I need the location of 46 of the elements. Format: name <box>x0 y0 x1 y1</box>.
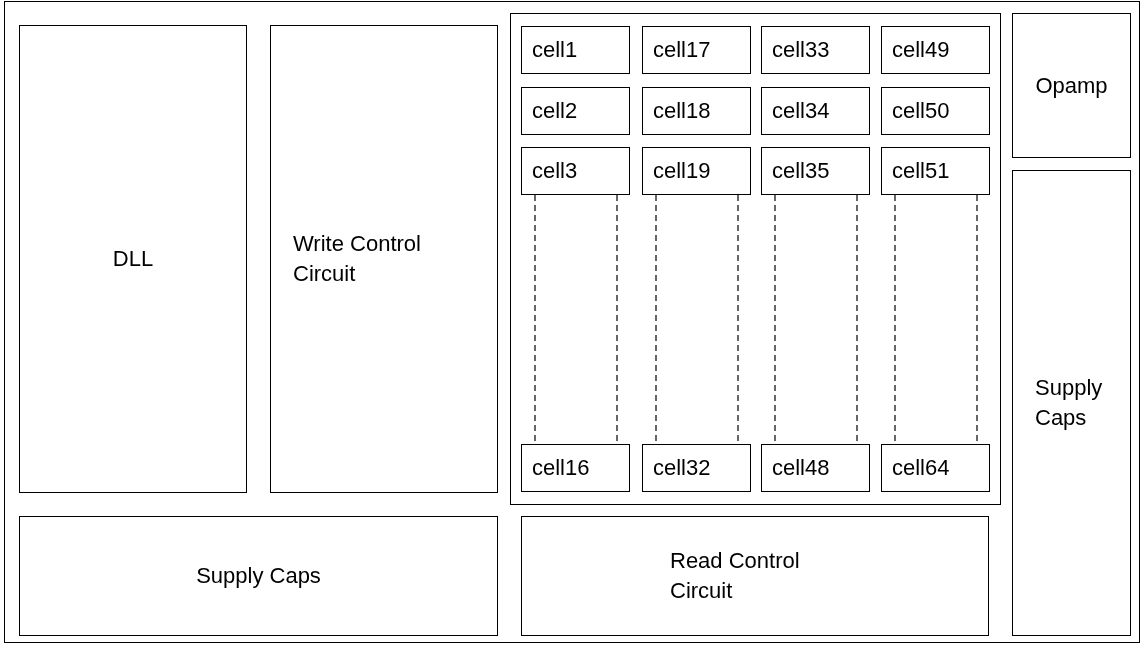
memory-cell <box>881 26 990 74</box>
circuit-block <box>19 516 498 636</box>
block-label: cell3 <box>532 157 578 185</box>
memory-cell <box>521 87 630 135</box>
block-label: Opamp <box>1035 71 1108 100</box>
memory-cell <box>881 87 990 135</box>
block-label: cell18 <box>653 97 711 125</box>
memory-cell <box>642 87 751 135</box>
block-label: cell35 <box>772 157 830 185</box>
block-label: Supply Caps <box>1035 374 1104 432</box>
memory-cell <box>521 444 630 492</box>
block-label: DLL <box>112 245 154 273</box>
block-label: Supply Caps <box>196 562 321 590</box>
block-label: Write Control Circuit <box>293 230 422 288</box>
block-label: cell2 <box>532 97 578 125</box>
block-label: cell49 <box>892 36 950 64</box>
block-label: cell48 <box>772 454 830 482</box>
memory-cell <box>761 26 870 74</box>
memory-cell <box>761 444 870 492</box>
block-label: cell32 <box>653 454 711 482</box>
block-label: Read Control Circuit <box>670 547 801 605</box>
block-label: cell16 <box>532 454 590 482</box>
memory-cell <box>521 26 630 74</box>
memory-cell <box>521 147 630 195</box>
circuit-block <box>270 25 498 493</box>
memory-cell <box>761 147 870 195</box>
block-label: cell33 <box>772 36 830 64</box>
circuit-block <box>19 25 247 493</box>
block-label: cell50 <box>892 97 950 125</box>
memory-cell <box>881 147 990 195</box>
block-label: cell64 <box>892 454 950 482</box>
block-label: cell17 <box>653 36 711 64</box>
block-label: cell19 <box>653 157 711 185</box>
circuit-block <box>521 516 989 636</box>
block-label: cell1 <box>532 36 578 64</box>
block-label: cell51 <box>892 157 950 185</box>
memory-cell <box>881 444 990 492</box>
block-outline <box>4 1 1140 643</box>
memory-cell <box>642 444 751 492</box>
memory-cell <box>642 26 751 74</box>
block-outline <box>510 13 1001 505</box>
circuit-block <box>1012 170 1131 636</box>
circuit-block <box>1012 13 1131 158</box>
block-label: cell34 <box>772 97 830 125</box>
memory-cell <box>761 87 870 135</box>
memory-cell <box>642 147 751 195</box>
